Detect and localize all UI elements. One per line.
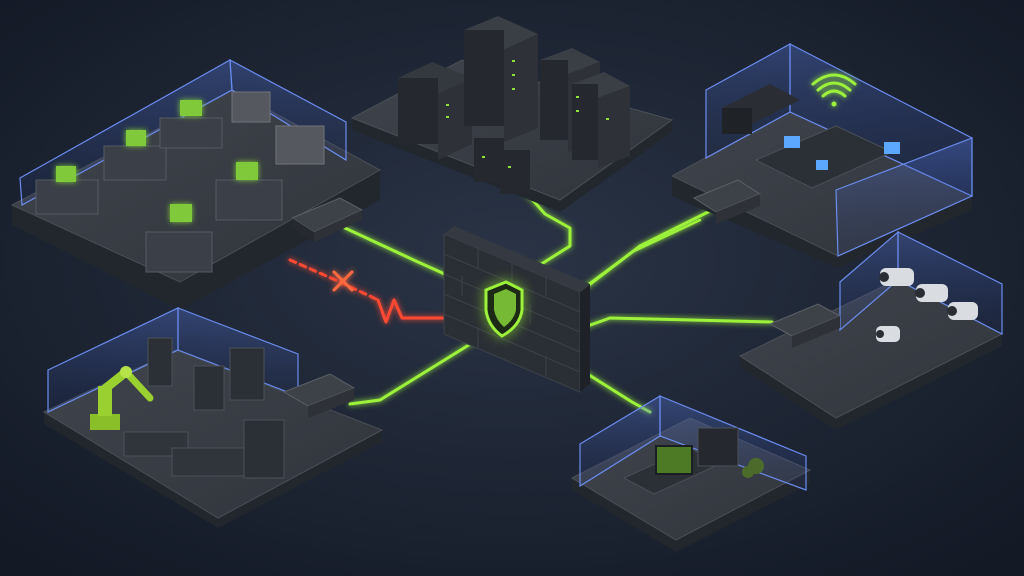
zone-manufacturing-floor [42, 307, 384, 528]
network-switch-icon [692, 179, 762, 224]
zone-surveillance-cameras [738, 230, 1004, 430]
link-manufacturing [348, 336, 482, 406]
network-switch-icon [282, 373, 356, 418]
machinery-icon [123, 337, 285, 479]
network-switch-icon [290, 197, 364, 242]
firewall [443, 226, 590, 393]
firewall-bricks [443, 248, 581, 376]
x-mark-icon [332, 270, 354, 292]
link-server-room [513, 178, 572, 270]
network-switch-icon [768, 303, 842, 348]
printer-icon [231, 91, 325, 165]
server-rack-icon [398, 16, 630, 194]
link-cameras [580, 316, 774, 330]
zone-home-office [570, 394, 812, 552]
security-camera-icon [876, 268, 978, 342]
plant-icon [742, 458, 764, 478]
zone-office-workstations [10, 58, 382, 310]
conference-table-icon [754, 125, 900, 189]
wifi-icon [811, 73, 857, 107]
sofa-icon [722, 84, 800, 134]
link-meeting-room [576, 208, 714, 294]
monitor-icon [655, 445, 693, 475]
shield-icon [484, 280, 524, 338]
server-status-lights [446, 60, 609, 168]
desktop-computer-icon [35, 100, 283, 273]
zone-server-room [350, 16, 674, 212]
zone-meeting-room-wifi [670, 42, 974, 268]
robot-arm-icon [90, 366, 154, 430]
